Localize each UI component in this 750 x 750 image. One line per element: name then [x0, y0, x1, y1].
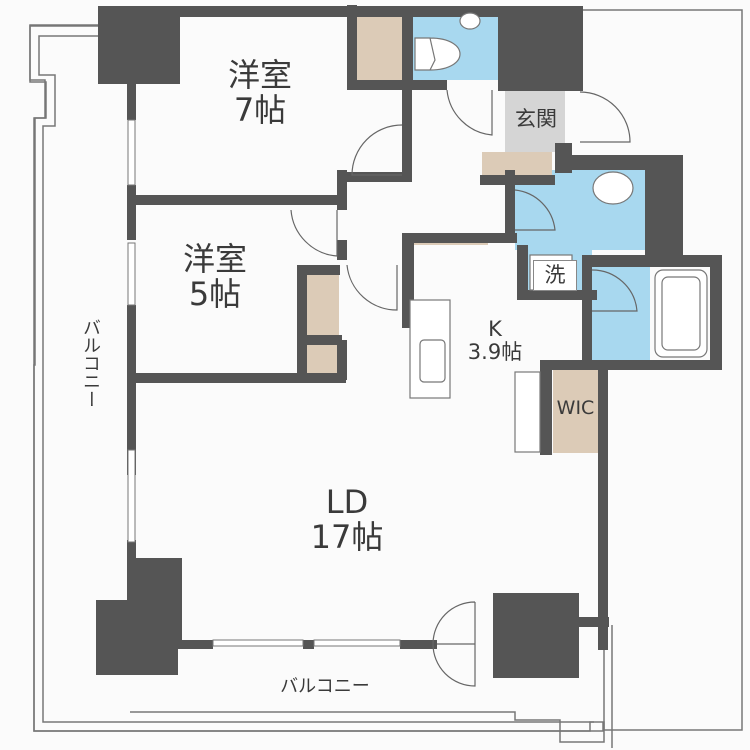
- room-size: 5帖: [188, 275, 242, 314]
- kitchen-label: K 3.9帖: [455, 317, 535, 365]
- room-name: K: [488, 317, 502, 341]
- room-size: 3.9帖: [467, 340, 523, 365]
- walls: [96, 5, 722, 678]
- balcony-bottom-label: バルコニー: [280, 676, 370, 697]
- balcony-outline-left: [29, 25, 604, 732]
- windows: [127, 119, 401, 647]
- room-name: 洋室: [227, 56, 292, 94]
- room-name: 洋室: [182, 240, 247, 278]
- room-size: 7帖: [233, 91, 287, 130]
- western-room-7-label: 洋室 7帖: [205, 56, 315, 130]
- room-name: LD: [325, 483, 369, 521]
- western-room-5-label: 洋室 5帖: [160, 240, 270, 314]
- doors: [290, 89, 638, 687]
- balcony-side-label: バルコニー: [80, 318, 101, 408]
- laundry-label: 洗: [533, 260, 577, 292]
- ld-label: LD 17帖: [292, 483, 402, 557]
- entrance-floor: [505, 90, 565, 152]
- wic-label: WIC: [556, 397, 595, 419]
- room-size: 17帖: [310, 518, 384, 557]
- balcony-outline-right: [130, 625, 613, 748]
- entrance-label: 玄関: [515, 107, 557, 131]
